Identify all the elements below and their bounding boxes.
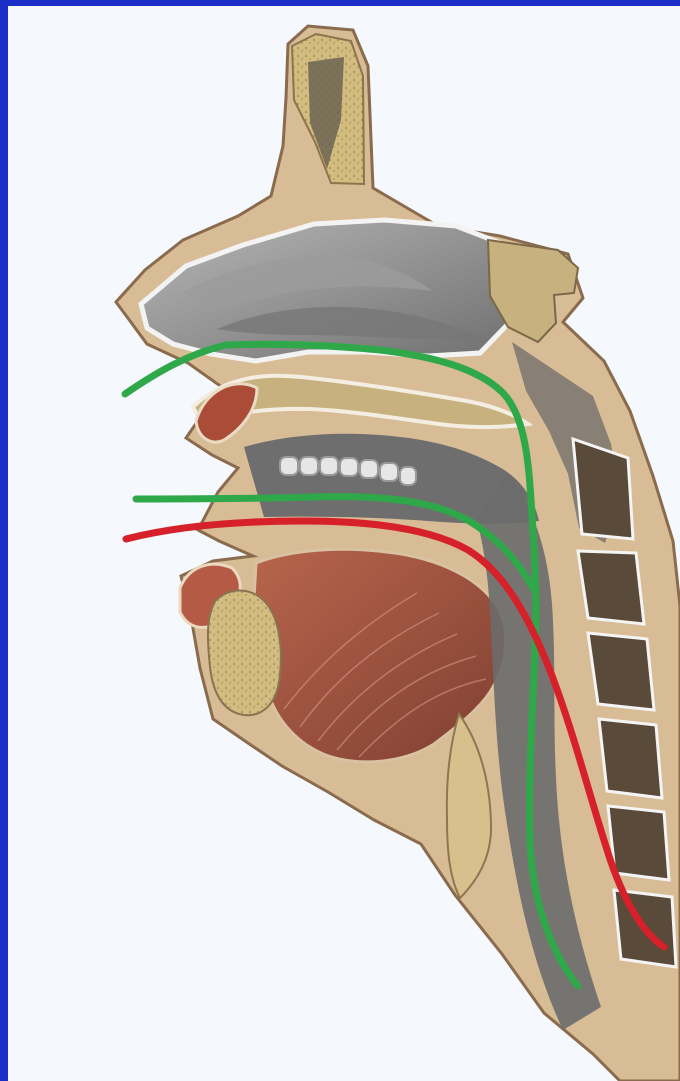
mandible (208, 591, 281, 716)
anatomy-illustration (8, 6, 680, 1081)
